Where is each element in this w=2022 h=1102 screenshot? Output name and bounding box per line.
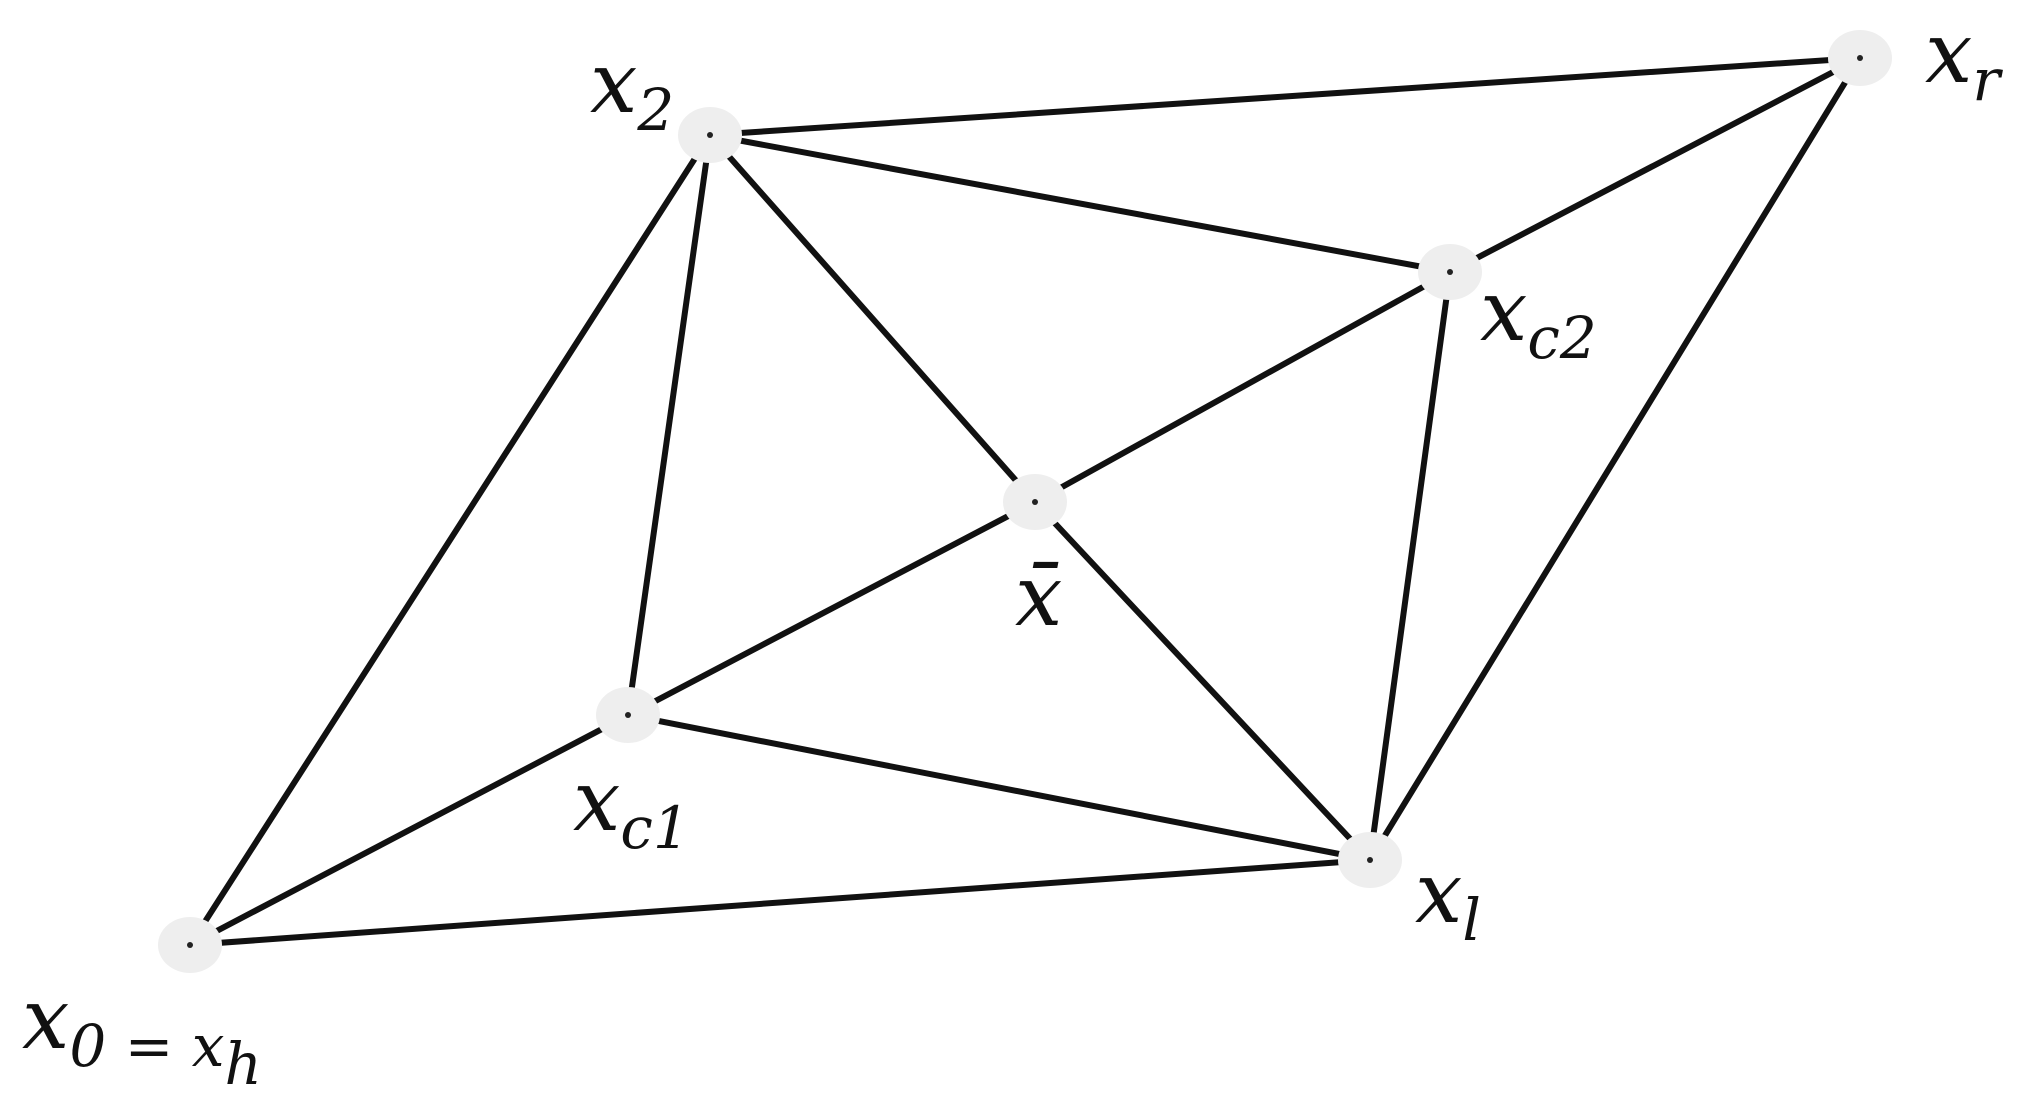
svg-text:xr: xr [1925,4,2003,114]
node-center-xl [1367,857,1373,863]
label-x0: x0 = xh [22,970,262,1098]
edge-xr-xl [1367,55,1863,863]
edge-layer [187,55,1863,948]
svg-text:xc1: xc1 [573,752,690,862]
node-xc1 [596,687,660,743]
svg-text:xc2: xc2 [1480,262,1597,372]
edge-x0-xl [187,857,1373,948]
edge-xc1-xl [625,712,1373,863]
node-center-x0 [187,942,193,948]
svg-text:x2: x2 [590,34,674,144]
edge-x2-xbar [707,132,1038,505]
node-layer [158,30,1892,973]
edge-xc2-xl [1367,269,1453,863]
edge-xr-xc2 [1447,55,1863,275]
edge-x2-xc1 [625,132,713,718]
node-center-xc2 [1447,269,1453,275]
svg-text:x0 = xh: x0 = xh [22,970,262,1098]
label-xl: xl [1415,844,1481,954]
edge-x0-x2 [187,132,713,948]
node-center-x2 [707,132,713,138]
node-xc2 [1418,244,1482,300]
label-x2: x2 [590,34,674,144]
node-xbar [1003,474,1067,530]
node-center-xc1 [625,712,631,718]
edge-xbar-xl [1032,499,1373,863]
node-xl [1338,832,1402,888]
node-x0 [158,917,222,973]
label-xr: xr [1925,4,2003,114]
node-xr [1828,30,1892,86]
node-center-xr [1857,55,1863,61]
node-center-xbar [1032,499,1038,505]
label-xc2: xc2 [1480,262,1597,372]
label-xbar: x̄ [1015,547,1062,645]
edge-x2-xc2 [707,132,1453,275]
node-x2 [678,107,742,163]
label-xc1: xc1 [573,752,690,862]
svg-text:x̄: x̄ [1015,547,1062,645]
svg-text:xl: xl [1415,844,1481,954]
edge-xc2-xbar [1032,269,1453,505]
edge-x2-xr [707,55,1863,138]
